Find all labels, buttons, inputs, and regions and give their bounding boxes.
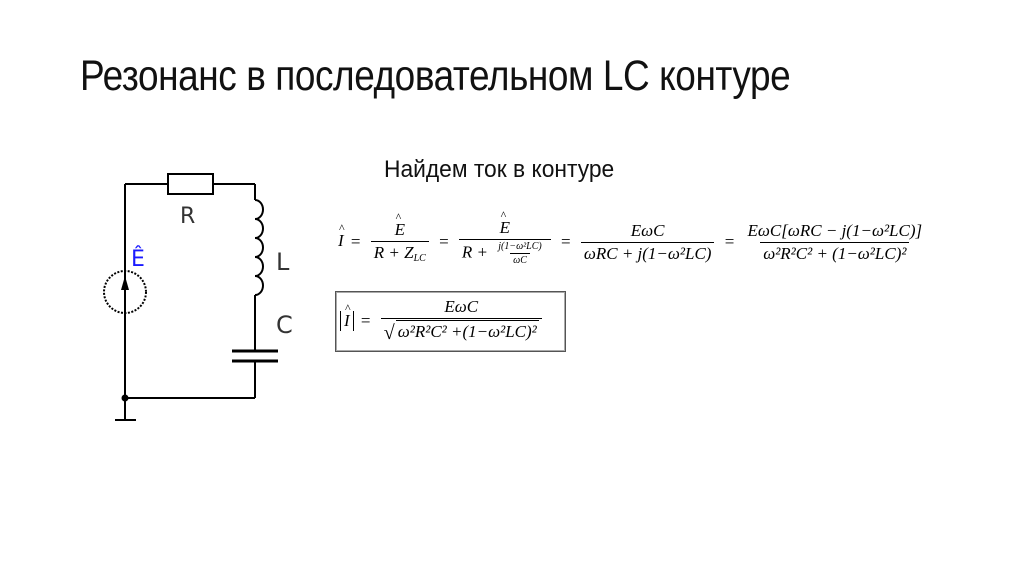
current-equation: I = E R + ZLC = E R + j(1−ω²LC) ωC = EωC… [338,208,928,266]
fraction-4: EωC[ωRC − j(1−ω²LC)] ω²R²C² + (1−ω²LC)² [747,220,923,263]
fraction-3: EωC ωRC + j(1−ω²LC) [580,221,715,264]
lc-circuit-diagram: R L C Ê [103,173,293,421]
slide-title: Резонанс в последовательном LC контуре [80,52,791,100]
fraction-2: E R + j(1−ω²LC) ωC [458,208,551,266]
fraction-1: E R + ZLC [370,210,429,264]
resistor-label: R [180,204,195,229]
slide-subtitle: Найдем ток в контуре [384,156,615,183]
source-arrow-icon [121,276,129,290]
fraction-5: EωC √ω²R²C² +(1−ω²LC)² [380,297,542,345]
inductor-symbol [254,199,264,296]
resistor-symbol [167,173,214,195]
capacitor-label: C [276,311,293,339]
source-label: Ê [131,246,145,272]
current-magnitude-equation: I = EωC √ω²R²C² +(1−ω²LC)² [340,297,545,345]
junction-node [121,394,129,402]
inductor-label: L [276,248,290,276]
current-magnitude-box [335,291,566,352]
